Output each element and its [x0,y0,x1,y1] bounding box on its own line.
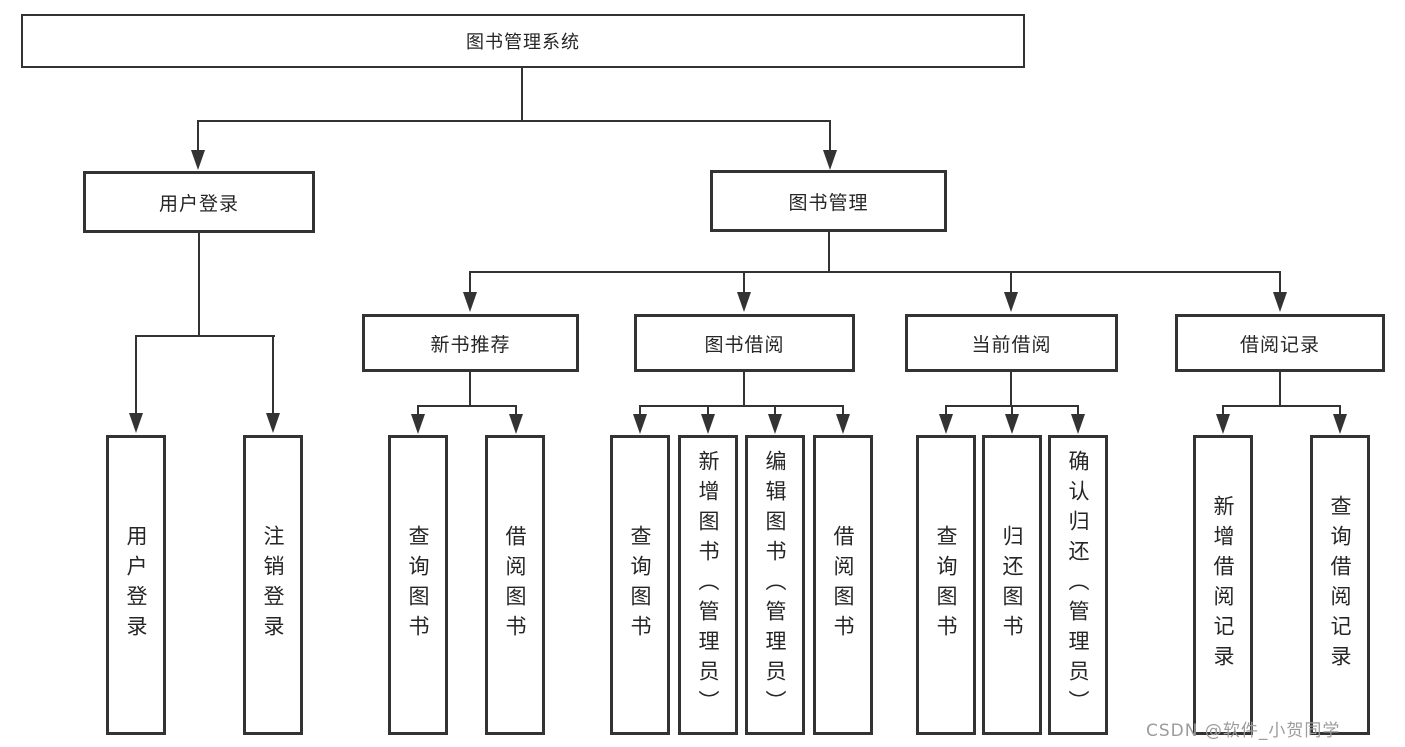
leaf-return-books: 归还图书 [982,435,1042,735]
arrow-down-icon [1071,414,1085,434]
node-label: 新书推荐 [430,333,511,356]
leaf-recommend-query-books: 查询图书 [388,435,448,735]
connector-line [1010,372,1012,407]
arrow-down-icon [633,414,647,434]
connector-line [828,232,830,273]
arrow-down-icon [129,413,143,433]
arrow-down-icon [768,414,782,434]
connector-line [272,336,274,414]
connector-line [639,405,844,407]
leaf-confirm-return-admin: 确认归还（管理员） [1048,435,1108,735]
node-label: 图书管理 [788,191,869,214]
leaf-label: 查询图书 [406,525,430,645]
leaf-add-borrow-record: 新增借阅记录 [1193,435,1253,735]
connector-line [774,406,776,415]
arrow-down-icon [939,414,953,434]
connector-line [417,405,517,407]
connector-line [1339,406,1341,415]
node-label: 图书管理系统 [466,32,580,53]
connector-line [417,406,419,415]
node-label: 图书借阅 [704,333,785,356]
connector-line [198,232,200,336]
connector-line [829,121,831,151]
leaf-borrow-query-books: 查询图书 [610,435,670,735]
connector-line [469,271,1281,273]
connector-line [1010,272,1012,293]
connector-line [945,406,947,415]
leaf-logout: 注销登录 [243,435,303,735]
leaf-label: 查询借阅记录 [1328,495,1352,675]
leaf-label: 注销登录 [261,525,285,645]
arrow-down-icon [1004,292,1018,312]
connector-line [1279,272,1281,293]
node-label: 用户登录 [158,192,239,215]
connector-line [707,406,709,415]
leaf-query-borrow-record: 查询借阅记录 [1310,435,1370,735]
leaf-label: 新增图书（管理员） [696,450,720,720]
leaf-user-login: 用户登录 [106,435,166,735]
connector-line [743,272,745,293]
arrow-down-icon [1273,292,1287,312]
connector-line [842,406,844,415]
connector-line [1222,406,1224,415]
arrow-down-icon [823,150,837,170]
leaf-label: 归还图书 [1000,525,1024,645]
leaf-label: 编辑图书（管理员） [763,450,787,720]
leaf-add-books-admin: 新增图书（管理员） [678,435,738,735]
arrow-down-icon [191,150,205,170]
node-user-login: 用户登录 [83,171,315,233]
node-book-management: 图书管理 [710,170,947,232]
arrow-down-icon [1005,414,1019,434]
arrow-down-icon [266,413,280,433]
arrow-down-icon [463,292,477,312]
connector-line [1279,372,1281,407]
connector-line [743,372,745,407]
node-new-book-recommend: 新书推荐 [362,314,579,372]
leaf-label: 查询图书 [934,525,958,645]
connector-line [135,335,275,337]
arrow-down-icon [411,414,425,434]
arrow-down-icon [1216,414,1230,434]
connector-line [639,406,641,415]
csdn-watermark: CSDN @软件_小贺同学 [1146,721,1341,741]
arrow-down-icon [1333,414,1347,434]
leaf-label: 借阅图书 [503,525,527,645]
leaf-label: 确认归还（管理员） [1066,450,1090,720]
leaf-label: 用户登录 [124,525,148,645]
connector-line [1011,406,1013,415]
connector-line [1077,406,1079,415]
node-label: 当前借阅 [971,333,1052,356]
connector-line [197,121,199,151]
arrow-down-icon [836,414,850,434]
node-root-system: 图书管理系统 [21,14,1025,68]
arrow-down-icon [701,414,715,434]
connector-line [515,406,517,415]
leaf-label: 新增借阅记录 [1211,495,1235,675]
node-book-borrow: 图书借阅 [634,314,855,372]
node-label: 借阅记录 [1239,333,1320,356]
connector-line [521,68,523,121]
node-borrow-records: 借阅记录 [1175,314,1385,372]
arrow-down-icon [737,292,751,312]
leaf-current-query-books: 查询图书 [916,435,976,735]
connector-line [197,120,831,122]
leaf-edit-books-admin: 编辑图书（管理员） [745,435,805,735]
leaf-label: 借阅图书 [831,525,855,645]
connector-line [469,272,471,293]
leaf-borrow-books: 借阅图书 [813,435,873,735]
connector-line [135,336,137,414]
node-current-borrow: 当前借阅 [905,314,1118,372]
leaf-label: 查询图书 [628,525,652,645]
connector-line [469,372,471,407]
arrow-down-icon [509,414,523,434]
leaf-recommend-borrow-books: 借阅图书 [485,435,545,735]
connector-line [1222,405,1341,407]
